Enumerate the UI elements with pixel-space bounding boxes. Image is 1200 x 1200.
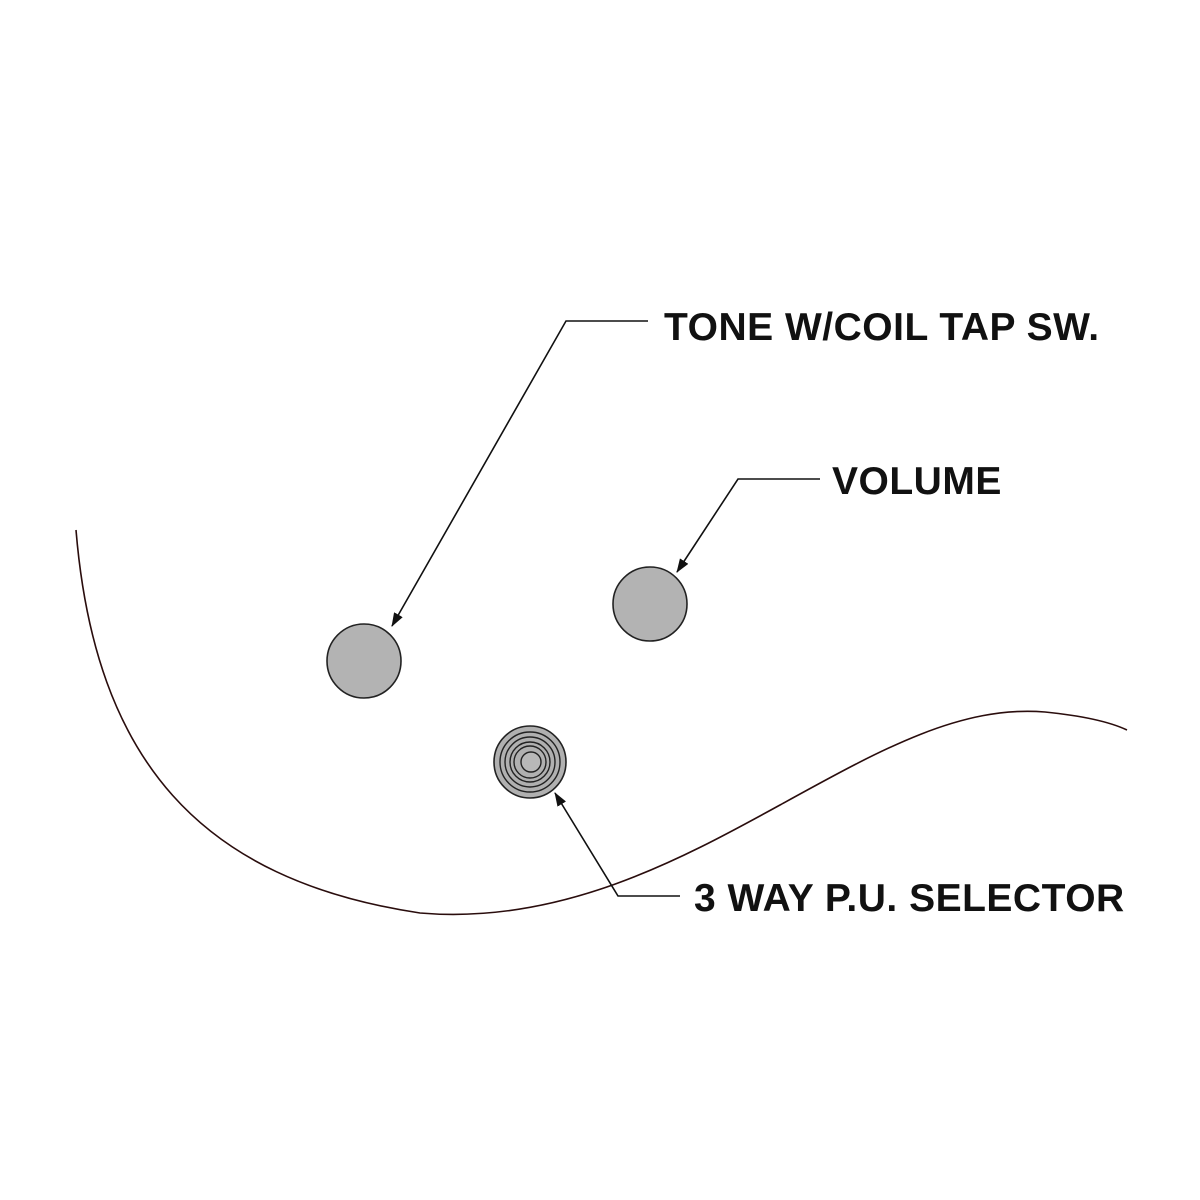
tone-knob-icon [326,623,402,699]
tone-label: TONE W/COIL TAP SW. [664,306,1100,349]
selector-switch-icon [493,725,567,799]
volume-label: VOLUME [832,460,1002,503]
selector-leader-arrow [554,792,680,897]
tone-leader-arrow [391,320,648,627]
volume-leader-arrow [676,478,820,573]
guitar-body-outline [75,529,1128,916]
volume-knob-icon [612,566,688,642]
selector-label: 3 WAY P.U. SELECTOR [694,877,1125,920]
